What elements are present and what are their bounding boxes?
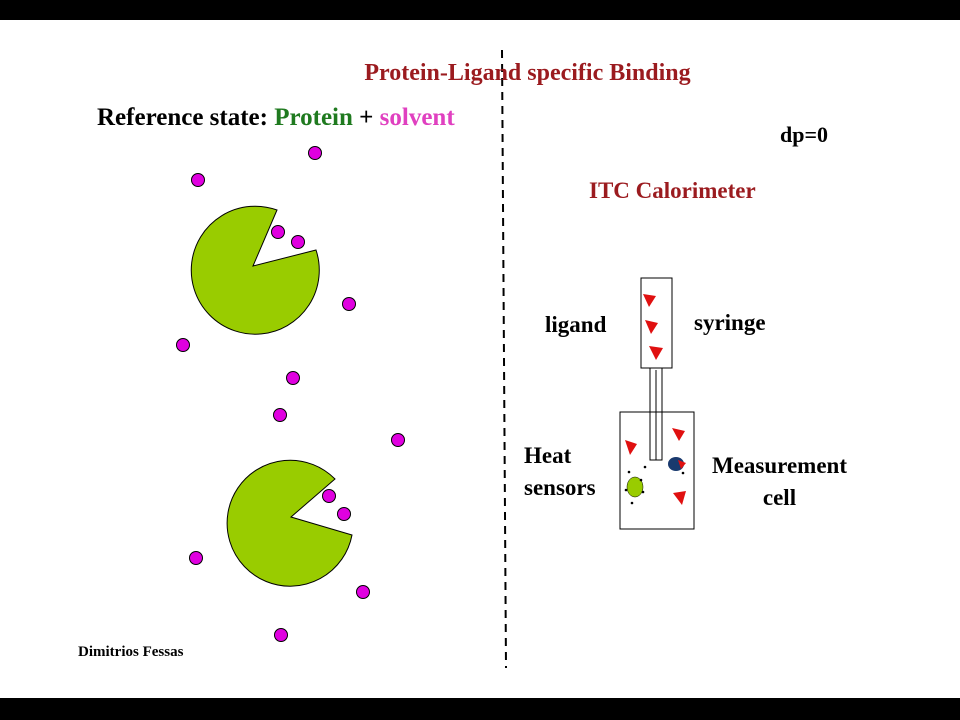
solvent-dot (322, 489, 336, 503)
solvent-dot (286, 371, 300, 385)
slide: Protein-Ligand specific Binding Referenc… (0, 20, 960, 698)
ligand-triangle (625, 440, 637, 455)
solvent-dot (356, 585, 370, 599)
solvent-dot (337, 507, 351, 521)
solvent-dot (191, 173, 205, 187)
ligand-triangle (649, 346, 663, 360)
protein-2 (226, 459, 353, 587)
sensor-dot (639, 478, 643, 482)
sensor-dot (681, 471, 685, 475)
solvent-dot (176, 338, 190, 352)
sensor-dot (627, 470, 631, 474)
solvent-dot (291, 235, 305, 249)
ligand-triangle (645, 320, 658, 334)
reference-state-prefix: Reference state: (97, 104, 275, 131)
dp-label: dp=0 (780, 122, 829, 147)
sensor-dot (630, 501, 634, 505)
measurement-cell-line-1: Measurement (712, 453, 847, 478)
solvent-dot (308, 146, 322, 160)
solvent-dot (271, 225, 285, 239)
sensor-dots (624, 465, 685, 505)
divider-line (501, 49, 507, 669)
complex-ligand (678, 460, 686, 469)
sensor-dot (643, 465, 647, 469)
solvent-dot (342, 297, 356, 311)
solvent-molecules (176, 146, 405, 642)
protein-1 (190, 205, 320, 335)
heat-sensors-line-2: sensors (524, 475, 596, 500)
ligand-triangle (643, 294, 656, 307)
measurement-cell-line-2: cell (762, 485, 797, 510)
ligand-molecules (625, 294, 686, 505)
plus-sign: + (352, 104, 380, 131)
protein-in-cell (626, 476, 644, 498)
solvent-dot (273, 408, 287, 422)
reference-state-label: Reference state: Protein + solvent (97, 104, 455, 132)
heat-sensors-line-1: Heat (524, 443, 572, 468)
ligand-triangle (672, 428, 685, 441)
protein-word: Protein (274, 104, 353, 131)
solvent-dot (391, 433, 405, 447)
slide-title: Protein-Ligand specific Binding (364, 60, 691, 86)
solvent-dot (189, 551, 203, 565)
complex-molecule (668, 457, 684, 471)
heat-sensors-label: Heat sensors (524, 440, 596, 504)
diagram-graphics (176, 49, 695, 669)
ligand-label: ligand (545, 312, 607, 337)
ligand-triangle (673, 491, 686, 505)
solvent-dot (274, 628, 288, 642)
sensor-dot (624, 488, 628, 492)
syringe-label: syringe (694, 310, 766, 335)
measurement-cell-label: Measurement cell (712, 450, 847, 514)
author-credit: Dimitrios Fessas (78, 644, 184, 660)
solvent-word: solvent (379, 104, 455, 131)
itc-calorimeter-label: ITC Calorimeter (589, 178, 756, 203)
sensor-dot (641, 490, 645, 494)
